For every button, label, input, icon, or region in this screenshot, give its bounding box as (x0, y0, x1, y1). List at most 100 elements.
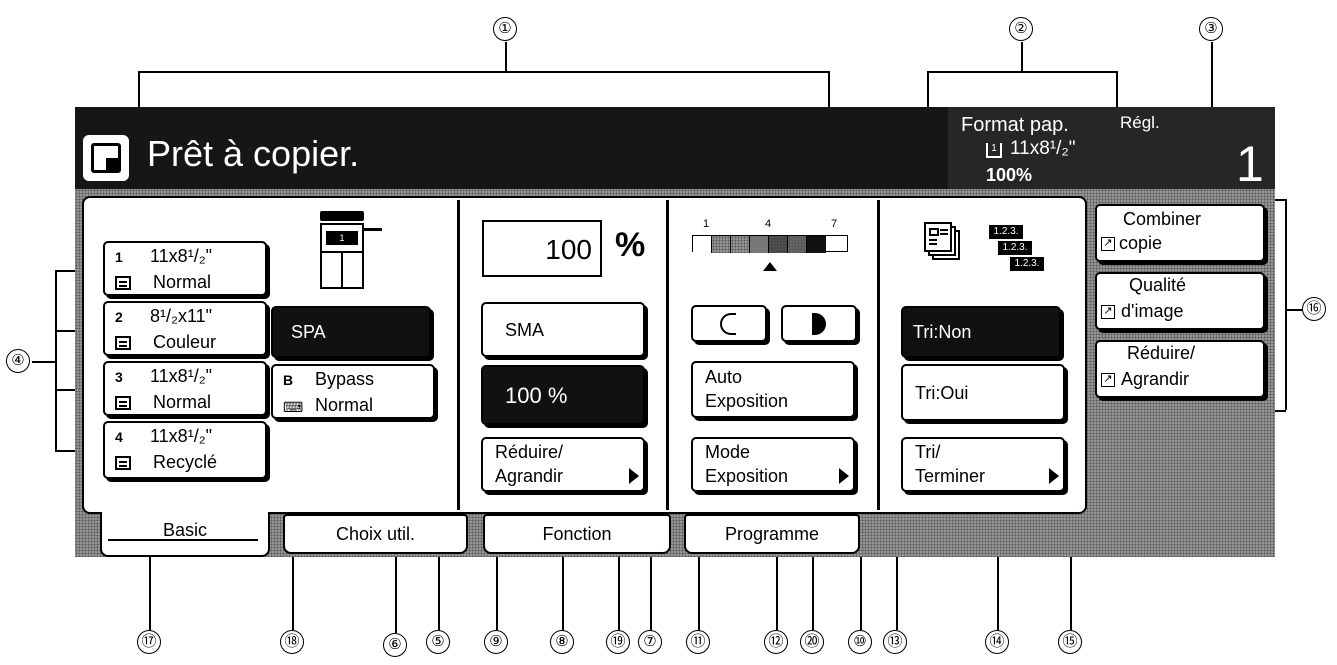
tab-programme-label: Programme (724, 524, 820, 544)
submenu-arrow-icon (629, 468, 639, 484)
paper-tray-icon: 1 (986, 143, 1002, 158)
spa-button[interactable]: SPA (271, 306, 431, 358)
callout-15: ⑮ (1058, 630, 1082, 654)
cassette-2-type: Couleur (153, 332, 217, 352)
auto-exposure-button[interactable]: Auto Exposition (691, 361, 855, 418)
tab-basic[interactable]: Basic (100, 512, 270, 557)
cassette-4-size: 11x8¹/₂" (150, 426, 213, 446)
separator-zoom (666, 200, 669, 510)
exposure-darker-button[interactable] (781, 305, 857, 342)
paper-format-value: 11x8¹/₂" (1010, 138, 1076, 159)
tab-programme[interactable]: Programme (684, 514, 860, 554)
exposure-scale-1: 1 (703, 218, 710, 230)
callout-3: ③ (1199, 17, 1223, 41)
leader-16-v (1285, 199, 1287, 410)
sort-stack-3: 1.2.3. (1010, 257, 1044, 271)
leader-17-v (149, 545, 151, 630)
shortcut-combine-line2: copie (1119, 233, 1163, 253)
cassette-4-button[interactable]: 4 11x8¹/₂" Recyclé (103, 421, 267, 479)
bypass-button[interactable]: B Bypass ⌨ Normal (271, 364, 435, 419)
callout-18: ⑱ (280, 630, 304, 654)
callout-10: ⑩ (848, 630, 872, 654)
sort-documents-icon (924, 222, 964, 260)
leader-2-h (927, 71, 1117, 73)
leader-3-v (1211, 42, 1213, 121)
reduce-enlarge-label-1: Réduire/ (495, 442, 564, 462)
reduce-enlarge-label-2: Agrandir (495, 466, 564, 486)
paper-stack-icon (115, 456, 131, 470)
status-info-area: Format pap. 1 11x8¹/₂" 100% Régl. 1 (948, 107, 1275, 192)
cassette-1-size: 11x8¹/₂" (150, 246, 213, 266)
zoom-100-button[interactable]: 100 % (481, 365, 645, 425)
cassette-2-button[interactable]: 2 8¹/₂x11" Couleur (103, 301, 267, 356)
exposure-bar (692, 235, 848, 253)
sma-button[interactable]: SMA (481, 302, 645, 357)
exposure-mode-label-2: Exposition (705, 466, 789, 486)
ratio-value: 100% (986, 165, 1033, 185)
sort-finish-label-1: Tri/ (915, 442, 941, 462)
separator-paper (457, 200, 460, 510)
callout-20: ⑳ (800, 630, 824, 654)
tab-fonction[interactable]: Fonction (483, 514, 671, 554)
leader-4-c (32, 361, 55, 363)
tab-choix-util-label: Choix util. (335, 524, 416, 544)
cassette-4-number: 4 (115, 429, 123, 445)
auto-exposure-label-1: Auto (705, 367, 743, 387)
cassette-2-size: 8¹/₂x11" (150, 306, 213, 326)
separator-exposure (877, 200, 880, 510)
exposure-level-marker-icon (763, 262, 777, 271)
leader-2-l (927, 71, 929, 121)
zoom-100-label: 100 % (505, 383, 568, 408)
shortcut-reduce-enlarge-button[interactable]: Réduire/ ↗ Agrandir (1095, 340, 1265, 398)
auto-exposure-label-2: Exposition (705, 391, 789, 411)
zoom-value: 100 (545, 234, 592, 265)
exposure-mode-label-1: Mode (705, 442, 751, 462)
cassette-2-number: 2 (115, 309, 123, 325)
tab-choix-util[interactable]: Choix util. (283, 514, 468, 554)
callout-9: ⑨ (484, 630, 508, 654)
cassette-3-type: Normal (153, 392, 212, 412)
tab-fonction-label: Fonction (542, 524, 612, 544)
callout-6: ⑥ (383, 633, 407, 657)
shortcut-combine-copy-button[interactable]: Combiner ↗ copie (1095, 204, 1265, 262)
shortcut-reduce-line1: Réduire/ (1127, 343, 1196, 363)
paper-stack-icon (115, 336, 131, 350)
callout-2: ② (1009, 17, 1033, 41)
shortcut-image-quality-button[interactable]: Qualité ↗ d'image (1095, 272, 1265, 330)
shortcut-arrow-icon: ↗ (1101, 237, 1115, 251)
exposure-mode-button[interactable]: Mode Exposition (691, 437, 855, 492)
callout-7: ⑦ (638, 630, 662, 654)
sort-finish-label-2: Terminer (915, 466, 986, 486)
leader-18-v (292, 535, 294, 630)
submenu-arrow-icon (1049, 468, 1059, 484)
leader-2-v (1021, 42, 1023, 71)
cassette-3-button[interactable]: 3 11x8¹/₂" Normal (103, 361, 267, 416)
cassette-1-button[interactable]: 1 11x8¹/₂" Normal (103, 241, 267, 296)
half-moon-light-icon (720, 313, 736, 335)
shortcut-quality-line2: d'image (1121, 301, 1184, 321)
leader-16-t (1268, 199, 1286, 201)
exposure-scale-7: 7 (831, 218, 838, 230)
leader-1-v (505, 42, 507, 71)
bypass-tray-icon: ⌨ (283, 399, 304, 415)
exposure-lighter-button[interactable] (691, 305, 767, 342)
bypass-letter: B (283, 372, 294, 388)
cassette-3-number: 3 (115, 369, 123, 385)
zoom-display: 100 (482, 220, 602, 277)
shortcut-reduce-line2: Agrandir (1121, 369, 1190, 389)
callout-13: ⑬ (883, 630, 907, 654)
sort-on-button[interactable]: Tri:Oui (901, 364, 1065, 421)
bypass-type: Normal (315, 395, 374, 415)
shortcut-combine-line1: Combiner (1123, 209, 1202, 229)
reduce-enlarge-button[interactable]: Réduire/ Agrandir (481, 437, 645, 492)
sort-finish-button[interactable]: Tri/ Terminer (901, 437, 1065, 492)
zoom-percent-symbol: % (615, 226, 646, 264)
cassette-1-type: Normal (153, 272, 212, 292)
shortcut-arrow-icon: ↗ (1101, 373, 1115, 387)
copy-count: 1 (1236, 136, 1264, 192)
sort-on-label: Tri:Oui (915, 383, 969, 403)
cassette-3-size: 11x8¹/₂" (150, 366, 213, 386)
copier-icon: 1 (320, 211, 382, 291)
callout-1: ① (493, 17, 517, 41)
sort-off-button[interactable]: Tri:Non (901, 306, 1061, 358)
